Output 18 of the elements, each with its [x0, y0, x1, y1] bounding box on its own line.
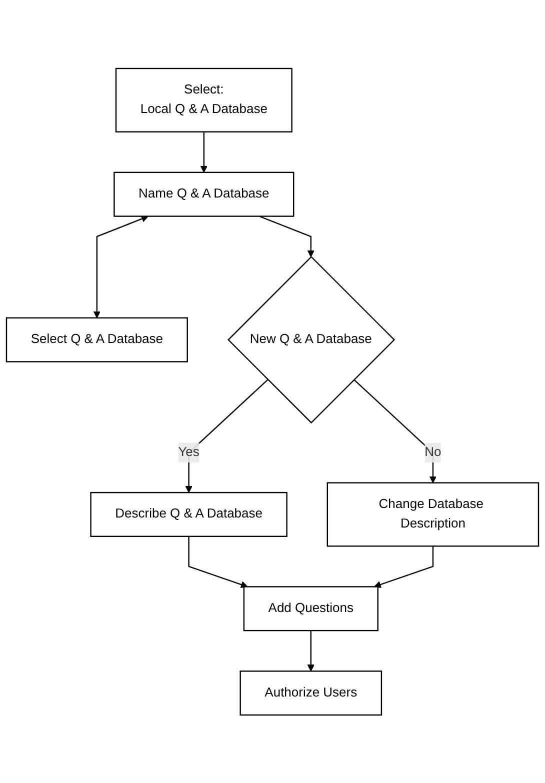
arrow: [93, 215, 148, 318]
node-box: Add Questions: [243, 586, 378, 631]
node-box: Select Q & A Database: [6, 317, 188, 362]
edge-label: Yes: [178, 445, 200, 460]
node-box: Change Database Description: [326, 482, 540, 546]
arrow: [307, 630, 314, 672]
node-box: Select: Local Q & A Database: [115, 68, 292, 132]
edge-label: No: [424, 445, 442, 460]
node-box: Name Q & A Database: [114, 172, 294, 217]
arrow: [354, 378, 437, 483]
node-box: Authorize Users: [240, 670, 382, 716]
node-diamond: New Q & A Database: [228, 256, 396, 424]
arrow: [200, 132, 208, 172]
arrow: [374, 546, 434, 588]
arrow: [259, 215, 314, 257]
arrow: [188, 536, 248, 588]
node-box: Describe Q & A Database: [90, 492, 288, 537]
arrow: [185, 378, 268, 493]
